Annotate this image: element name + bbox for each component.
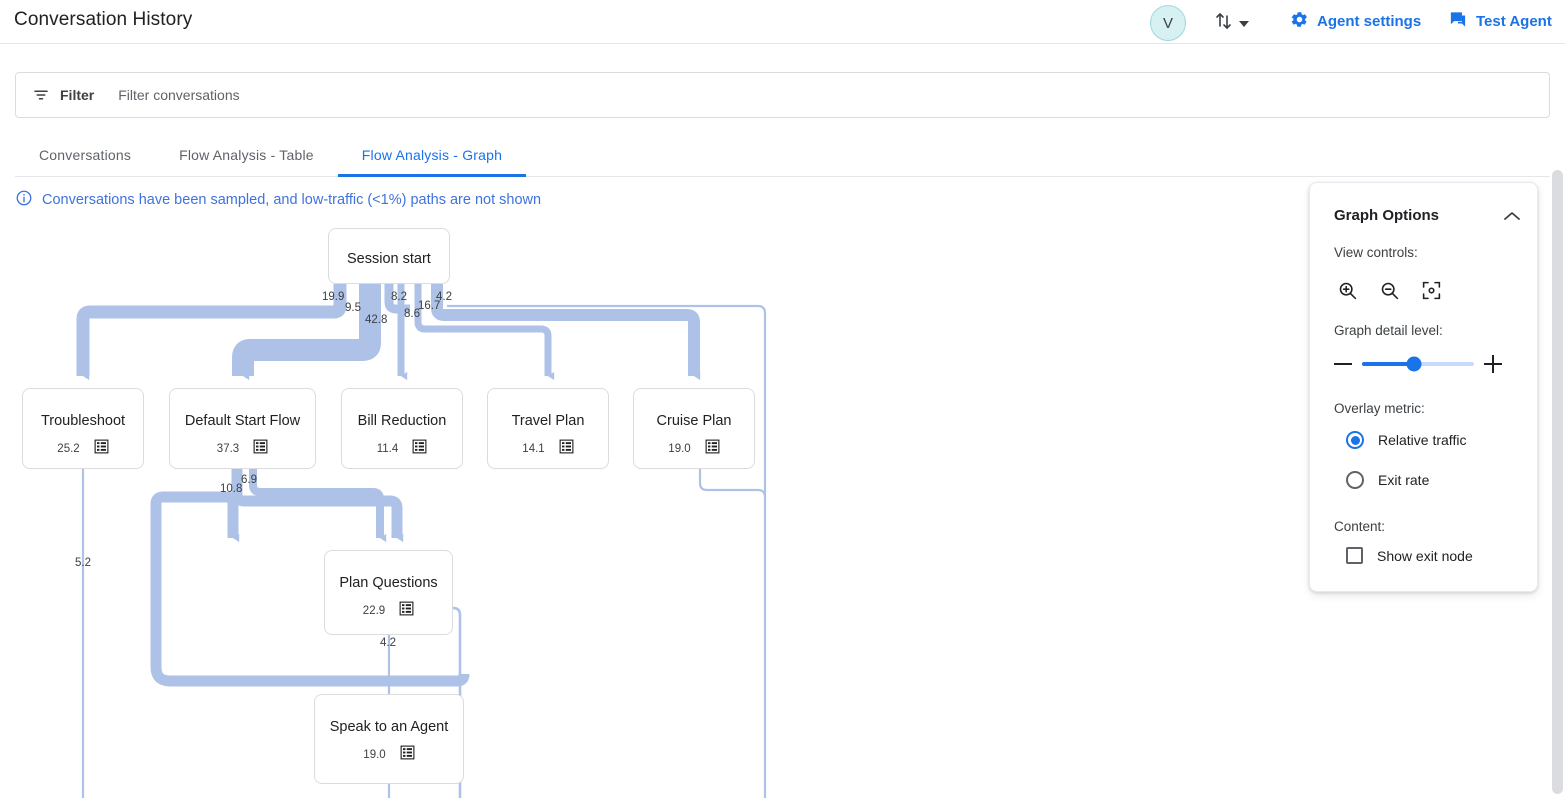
graph-detail-slider[interactable] bbox=[1362, 356, 1474, 372]
filter-label: Filter bbox=[60, 87, 95, 103]
graph-node-bill-reduction[interactable]: Bill Reduction 11.4 bbox=[341, 388, 463, 469]
graph-node-value: 25.2 bbox=[57, 443, 80, 455]
tab-bar: Conversations Flow Analysis - Table Flow… bbox=[15, 133, 1550, 177]
sampling-notice-text: Conversations have been sampled, and low… bbox=[42, 192, 542, 208]
graph-node-label: Default Start Flow bbox=[184, 413, 301, 429]
graph-node-label: Cruise Plan bbox=[656, 413, 732, 429]
table-view-icon[interactable] bbox=[253, 439, 268, 459]
tab-flow-analysis-table[interactable]: Flow Analysis - Table bbox=[179, 147, 314, 163]
graph-node-label: Speak to an Agent bbox=[329, 719, 449, 735]
app-header: Conversation History V Agent settings bbox=[0, 0, 1565, 44]
graph-node-label: Bill Reduction bbox=[357, 413, 447, 429]
search-input[interactable] bbox=[116, 86, 497, 104]
graph-node-travel-plan[interactable]: Travel Plan 14.1 bbox=[487, 388, 609, 469]
graph-node-default-start-flow[interactable]: Default Start Flow 37.3 bbox=[169, 388, 316, 469]
plus-icon[interactable] bbox=[1484, 355, 1502, 373]
graph-node-label: Travel Plan bbox=[511, 413, 585, 429]
flow-graph-canvas[interactable]: 19.9 9.5 42.8 8.2 8.6 16.7 4.2 10.8 6.9 … bbox=[0, 178, 1540, 798]
edge-label: 10.8 bbox=[220, 483, 243, 495]
info-icon bbox=[15, 189, 33, 211]
table-view-icon[interactable] bbox=[399, 601, 414, 621]
gear-icon bbox=[1290, 10, 1309, 33]
graph-options-panel: Graph Options View controls: bbox=[1309, 182, 1538, 592]
minus-icon[interactable] bbox=[1334, 363, 1352, 365]
edge-label: 4.2 bbox=[436, 291, 452, 303]
edge-label: 6.9 bbox=[241, 474, 257, 486]
graph-node-cruise-plan[interactable]: Cruise Plan 19.0 bbox=[633, 388, 755, 469]
filter-icon[interactable] bbox=[32, 86, 50, 104]
radio-label: Relative traffic bbox=[1378, 432, 1467, 448]
graph-node-value: 22.9 bbox=[362, 605, 386, 617]
avatar-initial: V bbox=[1162, 14, 1173, 32]
tab-flow-analysis-graph[interactable]: Flow Analysis - Graph bbox=[337, 133, 527, 177]
graph-node-label: Troubleshoot bbox=[40, 413, 126, 429]
fit-to-screen-icon[interactable] bbox=[1416, 275, 1446, 305]
edge-label: 9.5 bbox=[345, 302, 361, 314]
test-agent-button[interactable]: Test Agent bbox=[1448, 10, 1552, 33]
radio-icon bbox=[1346, 471, 1364, 489]
graph-node-value: 11.4 bbox=[376, 443, 399, 455]
zoom-out-icon[interactable] bbox=[1374, 275, 1404, 305]
radio-icon bbox=[1346, 431, 1364, 449]
chevron-down-icon bbox=[1239, 20, 1249, 27]
graph-node-value: 37.3 bbox=[216, 443, 240, 455]
graph-node-session-start[interactable]: Session start bbox=[328, 228, 450, 284]
checkbox-icon bbox=[1346, 547, 1363, 564]
graph-node-value: 14.1 bbox=[522, 443, 545, 455]
graph-node-label: Session start bbox=[347, 251, 431, 267]
agent-settings-label: Agent settings bbox=[1317, 13, 1422, 30]
checkbox-show-exit-node[interactable]: Show exit node bbox=[1346, 547, 1473, 564]
sort-control[interactable] bbox=[1214, 10, 1249, 37]
view-controls-label: View controls: bbox=[1334, 245, 1418, 260]
edge-label: 42.8 bbox=[365, 314, 388, 326]
edge-label: 4.2 bbox=[380, 637, 396, 649]
tab-conversations[interactable]: Conversations bbox=[39, 147, 132, 163]
table-view-icon[interactable] bbox=[412, 439, 427, 459]
chevron-up-icon[interactable] bbox=[1503, 209, 1521, 227]
zoom-in-icon[interactable] bbox=[1332, 275, 1362, 305]
page-title: Conversation History bbox=[14, 9, 193, 30]
flow-graph-edges bbox=[76, 284, 767, 798]
agent-settings-button[interactable]: Agent settings bbox=[1290, 10, 1421, 33]
filter-bar: Filter bbox=[15, 72, 1550, 118]
graph-node-speak-to-an-agent[interactable]: Speak to an Agent 19.0 bbox=[314, 694, 464, 784]
edge-label: 8.6 bbox=[404, 308, 420, 320]
edge-label: 16.7 bbox=[418, 300, 441, 312]
sampling-notice: Conversations have been sampled, and low… bbox=[15, 189, 541, 211]
graph-options-title: Graph Options bbox=[1334, 207, 1439, 224]
graph-node-troubleshoot[interactable]: Troubleshoot 25.2 bbox=[22, 388, 144, 469]
graph-node-plan-questions[interactable]: Plan Questions 22.9 bbox=[324, 550, 453, 635]
radio-label: Exit rate bbox=[1378, 472, 1430, 488]
test-agent-label: Test Agent bbox=[1476, 13, 1552, 30]
table-view-icon[interactable] bbox=[559, 439, 574, 459]
graph-node-value: 19.0 bbox=[363, 749, 386, 761]
table-view-icon[interactable] bbox=[400, 745, 415, 765]
slider-knob[interactable] bbox=[1406, 356, 1422, 372]
edge-label: 8.2 bbox=[391, 291, 407, 303]
sort-arrows-icon bbox=[1214, 10, 1234, 37]
graph-detail-level-slider-row bbox=[1334, 355, 1520, 373]
checkbox-label: Show exit node bbox=[1377, 547, 1473, 564]
graph-detail-level-label: Graph detail level: bbox=[1334, 323, 1443, 338]
graph-node-label: Plan Questions bbox=[339, 575, 438, 591]
edge-label: 5.2 bbox=[75, 557, 91, 569]
scrollbar-thumb[interactable] bbox=[1552, 170, 1563, 794]
avatar[interactable]: V bbox=[1150, 5, 1186, 41]
view-controls bbox=[1332, 275, 1446, 305]
graph-node-value: 19.0 bbox=[668, 443, 691, 455]
content-label: Content: bbox=[1334, 519, 1386, 534]
radio-relative-traffic[interactable]: Relative traffic bbox=[1346, 431, 1466, 449]
edge-label: 19.9 bbox=[322, 291, 345, 303]
vertical-scrollbar[interactable] bbox=[1552, 170, 1563, 794]
table-view-icon[interactable] bbox=[94, 439, 109, 459]
slider-fill bbox=[1362, 362, 1414, 366]
radio-exit-rate[interactable]: Exit rate bbox=[1346, 471, 1429, 489]
table-view-icon[interactable] bbox=[705, 439, 720, 459]
overlay-metric-label: Overlay metric: bbox=[1334, 401, 1425, 416]
chat-bubble-icon bbox=[1448, 10, 1468, 33]
